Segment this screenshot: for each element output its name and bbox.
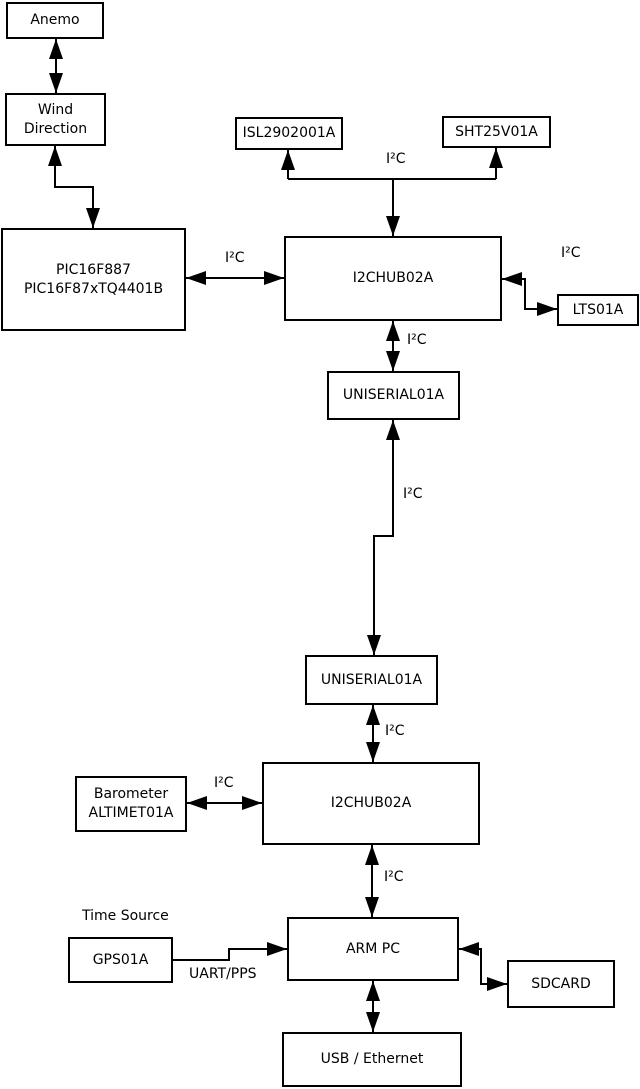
edge-label-uart-pps: UART/PPS: [189, 966, 257, 982]
box-wind-direction-line1: Wind: [37, 101, 74, 118]
box-barometer-line1: Barometer: [93, 786, 169, 803]
box-lts01a-label: LTS01A: [572, 301, 624, 318]
edge-label-time-source: Time Source: [82, 908, 169, 924]
edge-label-i2c-top: I²C: [386, 151, 406, 167]
box-wind-direction: Wind Direction: [5, 93, 106, 146]
box-barometer: Barometer ALTIMET01A: [75, 776, 187, 832]
edge-label-i2c-pic-hub1: I²C: [225, 250, 245, 266]
box-isl2902001a: ISL2902001A: [235, 117, 343, 150]
box-anemo: Anemo: [6, 2, 104, 39]
box-gps01a-label: GPS01A: [92, 951, 149, 968]
edge-wind-pic: [48, 146, 100, 228]
box-lts01a: LTS01A: [557, 294, 639, 326]
edge-label-i2c-baro-hub2: I²C: [214, 775, 234, 791]
box-wind-direction-line2: Direction: [23, 120, 88, 137]
box-usb-ethernet: USB / Ethernet: [282, 1032, 462, 1087]
box-gps01a: GPS01A: [68, 937, 173, 983]
box-pic-line2: PIC16F87xTQ4401B: [23, 280, 164, 297]
edge-label-i2c-hub1-uni1: I²C: [407, 332, 427, 348]
edge-gps-armpc: [173, 942, 287, 961]
box-arm-pc-label: ARM PC: [345, 940, 401, 957]
box-i2chub02a-1-label: I2CHUB02A: [352, 270, 434, 287]
box-uniserial01a-2-label: UNISERIAL01A: [320, 671, 423, 688]
box-uniserial01a-1: UNISERIAL01A: [327, 371, 460, 420]
box-i2chub02a-2-label: I2CHUB02A: [330, 795, 412, 812]
edge-hub1-lts: [502, 272, 557, 316]
box-usb-ethernet-label: USB / Ethernet: [320, 1051, 424, 1068]
box-sht25v01a-label: SHT25V01A: [455, 123, 538, 140]
edge-armpc-sdcard: [459, 942, 507, 991]
edge-label-i2c-hub1-lts: I²C: [561, 245, 581, 261]
box-pic: PIC16F887 PIC16F87xTQ4401B: [1, 228, 186, 331]
box-arm-pc: ARM PC: [287, 917, 459, 981]
edge-label-i2c-hub2-arm: I²C: [384, 869, 404, 885]
box-i2chub02a-1: I2CHUB02A: [284, 236, 502, 321]
edge-label-i2c-uni2-hub2: I²C: [385, 723, 405, 739]
box-barometer-line2: ALTIMET01A: [88, 805, 174, 821]
box-pic-line1: PIC16F887: [56, 261, 131, 278]
box-sdcard-label: SDCARD: [531, 975, 591, 992]
box-i2chub02a-2: I2CHUB02A: [262, 762, 480, 845]
box-sdcard: SDCARD: [507, 960, 615, 1008]
box-sht25v01a: SHT25V01A: [442, 116, 551, 148]
edge-label-i2c-uni1-uni2: I²C: [403, 486, 423, 502]
box-isl2902001a-label: ISL2902001A: [242, 125, 336, 142]
box-uniserial01a-1-label: UNISERIAL01A: [342, 387, 445, 404]
box-uniserial01a-2: UNISERIAL01A: [305, 655, 438, 705]
edge-uniserial1-uniserial2: [367, 420, 400, 655]
box-anemo-label: Anemo: [30, 12, 80, 29]
